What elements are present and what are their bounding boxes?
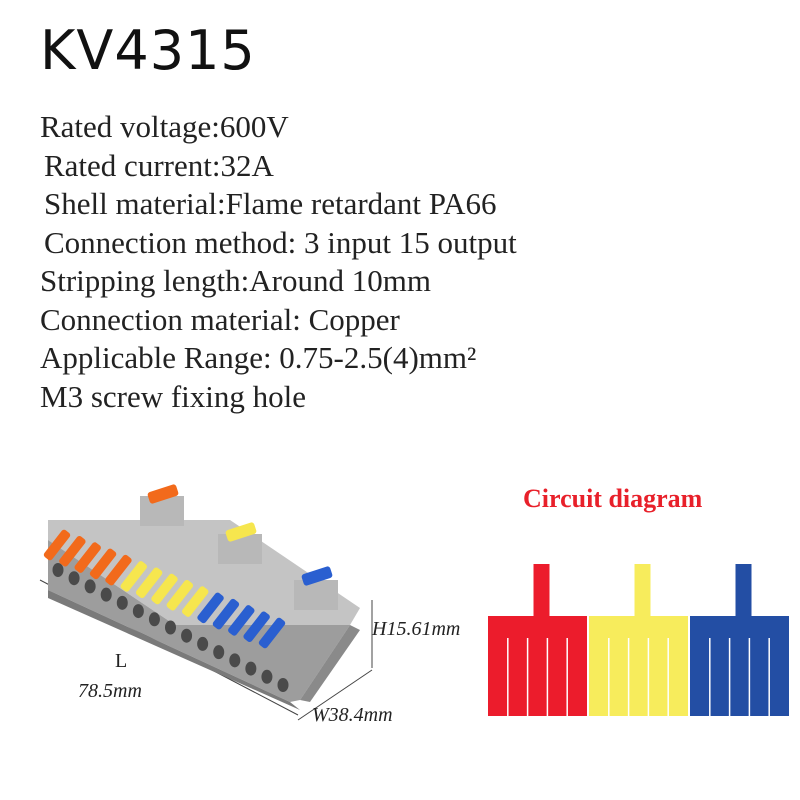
wire-hole [197,636,209,651]
height-value: H15.61mm [372,618,461,640]
product-title: KV4315 [40,19,256,82]
circuit-group-block [589,616,688,716]
input-lever-yellow [225,522,257,542]
input-lever-orange [147,484,179,504]
wire-hole [148,612,160,627]
output-lever [182,586,209,617]
output-lever [166,580,194,611]
output-lever [59,536,86,567]
levers [43,529,286,649]
wire-hole [68,571,80,586]
length-label: L [115,650,128,672]
wire-hole [181,628,193,643]
wire-hole [52,563,64,577]
input-clip-blue-housing [294,580,338,610]
circuit-group-block [690,616,789,716]
spec-shell-material: Shell material:Flame retardant PA66 [44,186,497,221]
wire-hole [213,645,225,660]
wire-hole [277,678,289,692]
spec-rated-voltage: Rated voltage:600V [40,109,289,144]
circuit-input-tab [634,564,651,620]
circuit-input-tab [533,564,550,620]
wire-hole [100,587,112,602]
wire-hole [165,620,176,635]
housing-front [48,540,350,702]
length-value: 78.5mm [78,680,142,702]
housing-top [48,520,360,625]
output-lever [120,561,147,592]
wire-holes [52,563,289,692]
output-lever [212,598,240,630]
output-lever [135,567,163,598]
output-lever [43,529,71,561]
spec-stripping-length: Stripping length:Around 10mm [40,263,431,298]
circuit-diagram-graphic [488,564,789,716]
spec-rated-current: Rated current:32A [44,147,274,183]
output-lever [243,611,270,642]
output-lever [74,542,101,573]
circuit-diagram [488,560,790,720]
wire-hole [261,669,273,684]
output-lever [89,548,117,580]
spec-connection-method: Connection method: 3 input 15 output [44,224,517,260]
width-value: W38.4mm [312,704,393,726]
circuit-group-block [488,616,587,716]
output-lever [258,617,286,649]
input-lever-blue [301,566,333,586]
spec-applicable-range: Applicable Range: 0.75-2.5(4)mm² [40,340,477,375]
spec-screw-hole: M3 screw fixing hole [40,378,307,414]
housing-side [300,625,360,702]
product-image: L 78.5mm H15.61mm W38.4mm [0,470,500,770]
circuit-input-tab [735,564,752,620]
wire-hole [229,653,241,668]
input-clip-yellow-housing [218,534,262,564]
wire-hole [84,579,96,594]
housing-bottom [48,590,300,710]
output-lever [105,554,132,586]
spec-connection-material: Connection material: Copper [40,301,400,337]
width-dimension-line [297,669,373,721]
connector-illustration [39,484,373,721]
circuit-diagram-title: Circuit diagram [523,484,703,513]
output-lever [151,573,178,605]
output-lever [228,605,255,636]
wire-hole [116,595,128,610]
input-clip-orange-housing [140,496,184,526]
wire-hole [245,661,257,676]
wire-hole [132,604,144,619]
spec-list: Rated voltage:600V Rated current:32A She… [40,108,780,416]
output-lever [197,592,224,624]
